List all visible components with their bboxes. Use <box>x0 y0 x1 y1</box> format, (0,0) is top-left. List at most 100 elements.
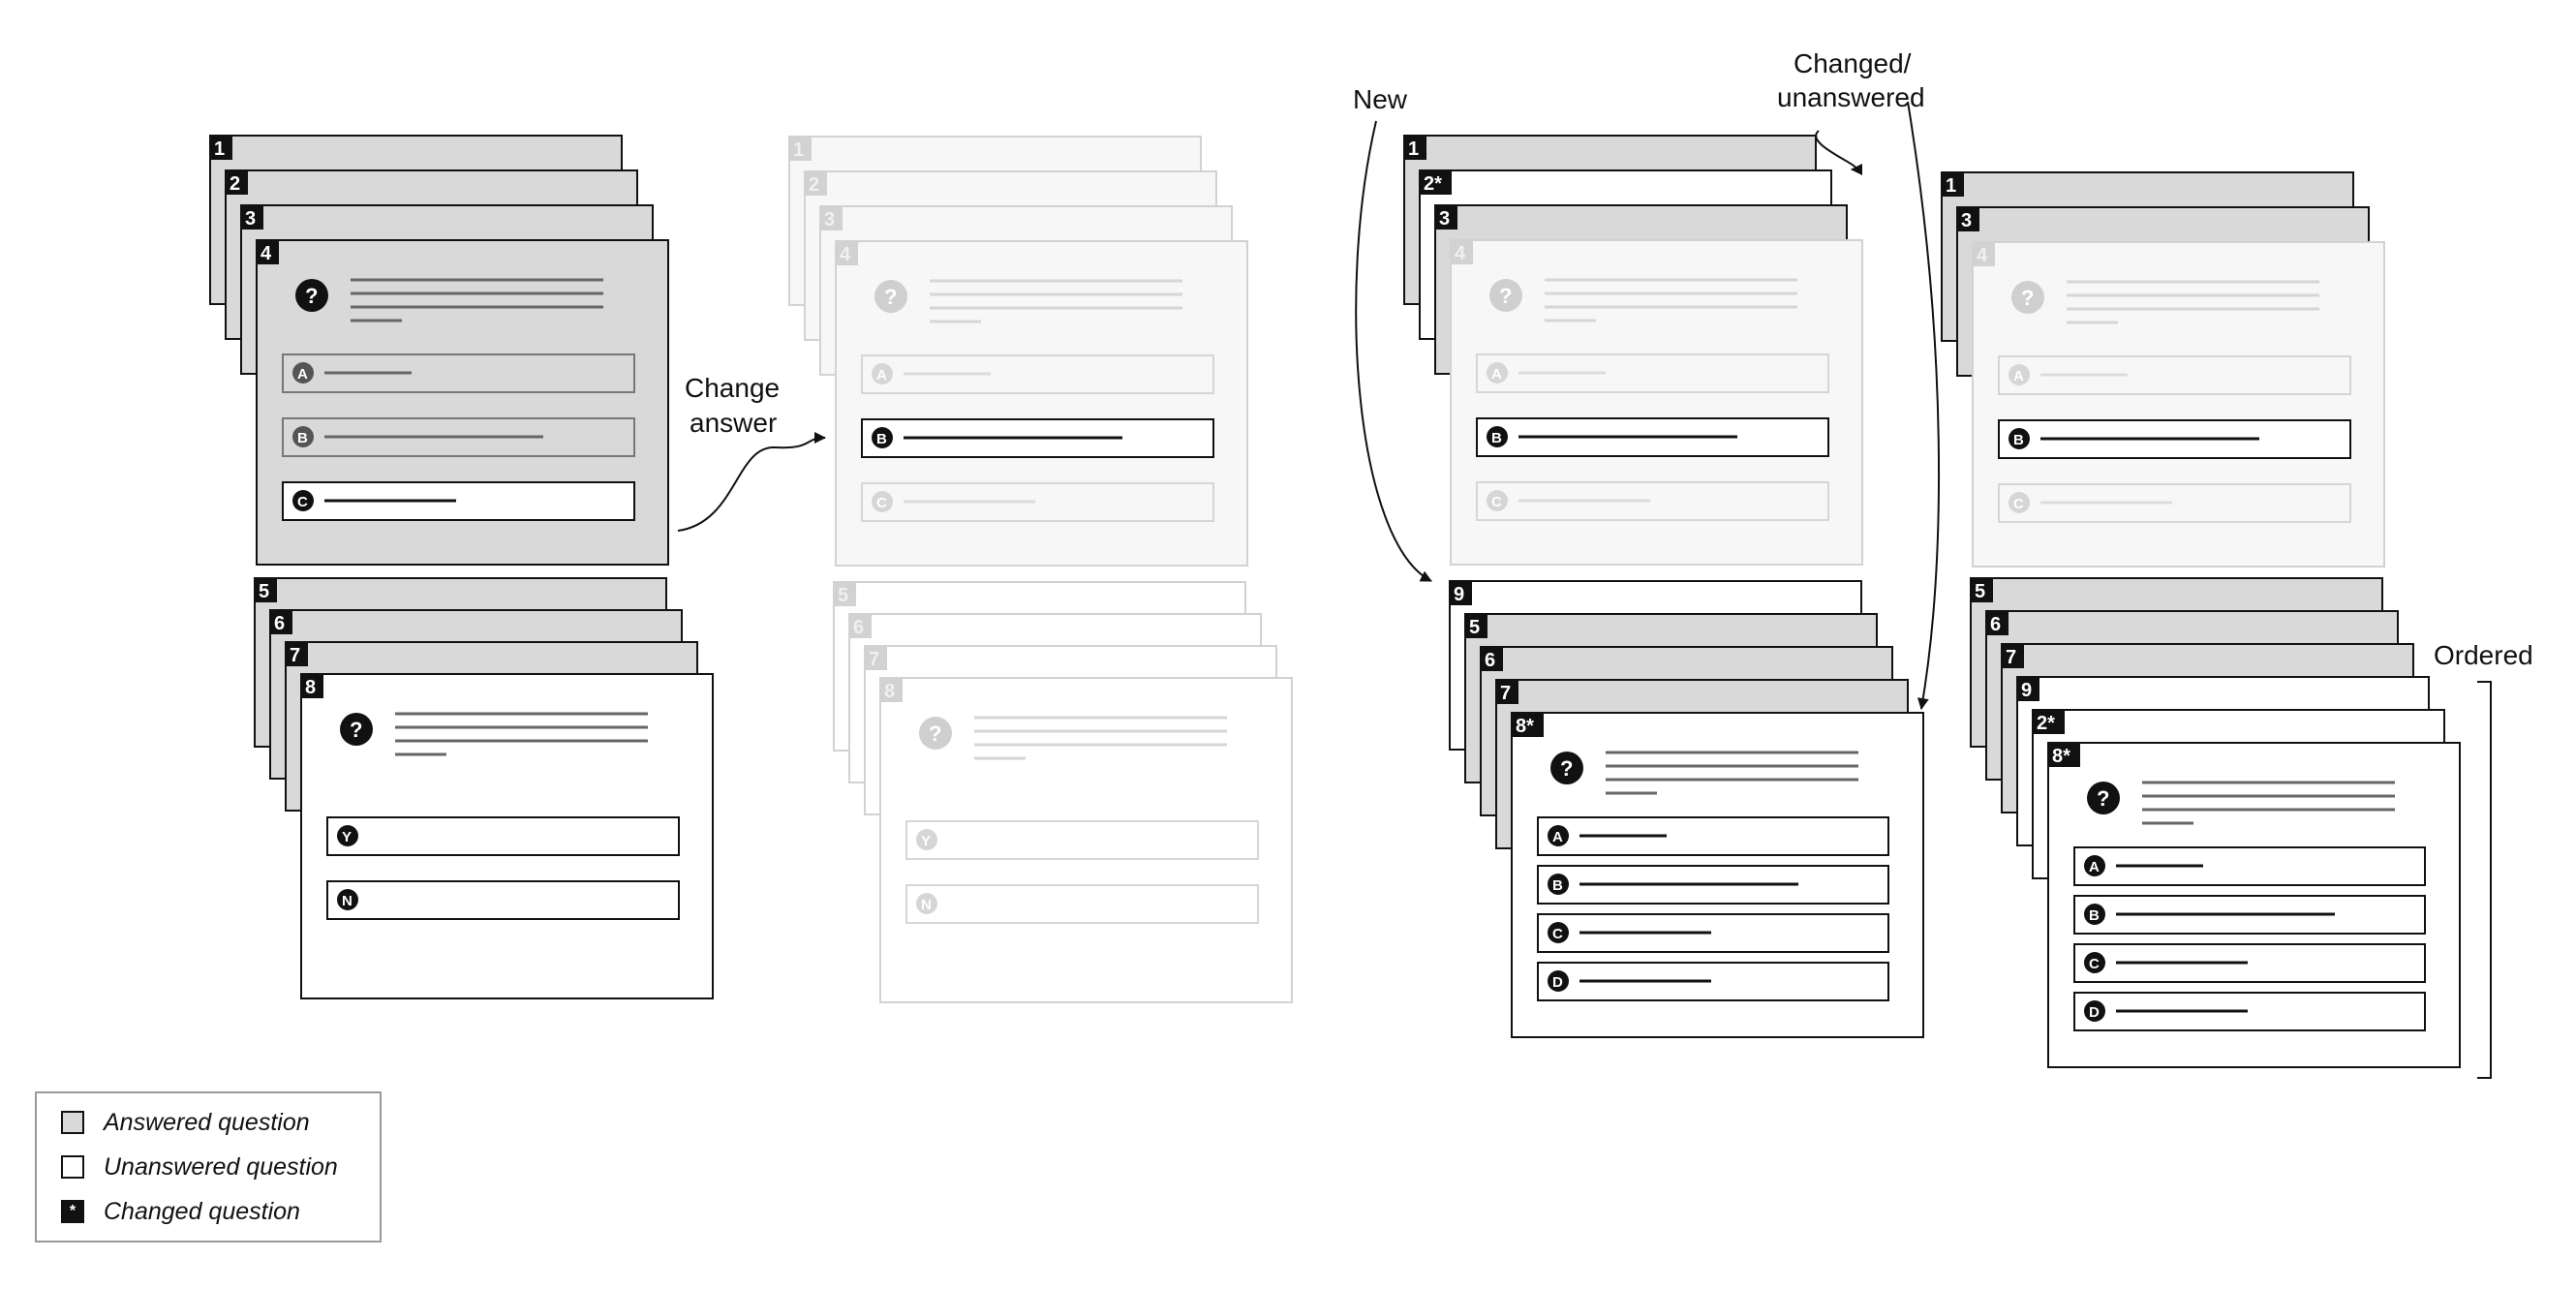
option-a: A <box>861 354 1214 394</box>
option-b: B <box>1476 417 1829 457</box>
option-letter-circle-icon <box>1487 362 1508 384</box>
card-number-label: 2* <box>1424 173 1442 195</box>
question-mark-glyph: ? <box>1499 284 1512 308</box>
option-a: A <box>1537 816 1889 856</box>
card-number-label: 4 <box>1455 243 1466 264</box>
option-letter-circle-icon <box>2009 428 2030 449</box>
option-box <box>1537 962 1889 1001</box>
option-letter: A <box>1552 829 1563 845</box>
card-number-label: 9 <box>1454 584 1464 605</box>
change-answer-arrow <box>677 432 826 532</box>
ordered-label: Ordered <box>2434 640 2533 670</box>
stack-ordered-top: 134?ABC <box>1941 171 2385 568</box>
option-box <box>1476 353 1829 393</box>
card-number-label: 7 <box>1500 683 1511 704</box>
option-letter-circle-icon <box>337 889 358 910</box>
option-letter-circle-icon <box>2084 1000 2105 1022</box>
option-letter-circle-icon <box>2009 492 2030 513</box>
option-box <box>1998 483 2351 523</box>
option-letter-circle-icon <box>1487 426 1508 447</box>
option-letter: N <box>342 893 353 909</box>
question-mark-glyph: ? <box>1560 756 1573 781</box>
option-letter-circle-icon <box>916 829 937 850</box>
option-letter-circle-icon <box>292 426 314 447</box>
option-b: B <box>1998 419 2351 459</box>
card-number-label: 9 <box>2021 680 2032 701</box>
option-letter: C <box>2013 496 2024 512</box>
card-number-label: 1 <box>793 139 804 161</box>
question-circle-icon <box>2087 782 2120 814</box>
question-card-4: 4?ABC <box>1972 241 2385 568</box>
question-circle-icon <box>2011 281 2044 314</box>
legend-changed-label: Changed question <box>104 1197 300 1225</box>
card-number-tab <box>1511 712 1544 737</box>
option-letter: C <box>1552 926 1563 942</box>
card-number-label: 3 <box>824 209 835 230</box>
new-arrow <box>1355 120 1432 582</box>
card-number-tab <box>835 240 858 265</box>
connectors <box>677 101 2492 1079</box>
changed-to-8-arrow <box>1907 101 1941 710</box>
card-number-label: 7 <box>2006 647 2016 668</box>
option-letter-circle-icon <box>1548 970 1569 992</box>
card-number-tab <box>2047 742 2080 767</box>
option-box <box>326 880 680 920</box>
option-letter-circle-icon <box>872 363 893 384</box>
option-letter-circle-icon <box>337 825 358 846</box>
option-letter-circle-icon <box>1548 825 1569 846</box>
option-letter-circle-icon <box>872 427 893 448</box>
card-number-label: 6 <box>853 617 864 638</box>
card-number-label: 3 <box>1439 208 1450 230</box>
answered-swatch-icon <box>61 1111 84 1134</box>
card-number-tab <box>1434 204 1457 230</box>
option-letter-circle-icon <box>916 893 937 914</box>
option-a: A <box>1998 355 2351 395</box>
card-number-label: 8 <box>305 677 316 698</box>
changed-unanswered-label-line2: unanswered <box>1777 82 1925 112</box>
card-number-label: 7 <box>290 645 300 666</box>
option-letter-circle-icon <box>2084 855 2105 876</box>
option-c: C <box>2073 943 2426 983</box>
option-letter: N <box>921 897 932 913</box>
question-card-4: 4?ABC <box>835 240 1248 567</box>
legend-unanswered-label: Unanswered question <box>104 1152 338 1181</box>
option-letter-circle-icon <box>1487 490 1508 511</box>
card-number-label: 6 <box>274 613 285 634</box>
option-b: B <box>861 418 1214 458</box>
option-letter: B <box>876 431 887 447</box>
card-number-tab <box>269 609 292 634</box>
option-letter: C <box>297 494 308 510</box>
option-box <box>1998 355 2351 395</box>
option-letter-circle-icon <box>292 490 314 511</box>
card-number-label: 5 <box>838 585 848 606</box>
card-number-tab <box>1970 577 1993 602</box>
option-a: A <box>1476 353 1829 393</box>
question-mark-glyph: ? <box>884 285 897 309</box>
option-letter: B <box>2013 432 2024 448</box>
card-number-label: 4 <box>261 243 272 264</box>
card-number-tab <box>1450 239 1473 264</box>
option-letter: A <box>2013 368 2024 384</box>
option-box <box>326 816 680 856</box>
card-number-tab <box>1449 580 1472 605</box>
option-letter: A <box>297 366 308 383</box>
card-number-label: 4 <box>840 244 851 265</box>
card-number-tab <box>256 239 279 264</box>
option-letter: D <box>2089 1004 2100 1021</box>
card-number-label: 2 <box>230 173 240 195</box>
question-mark-glyph: ? <box>2097 786 2109 811</box>
option-box <box>905 820 1259 860</box>
option-letter: A <box>876 367 887 384</box>
card-number-tab <box>1495 679 1518 704</box>
card-number-label: 2* <box>2037 713 2055 734</box>
card-number-tab <box>848 613 872 638</box>
option-b: B <box>282 417 635 457</box>
option-letter-circle-icon <box>2084 952 2105 973</box>
option-letter: Y <box>921 833 931 849</box>
